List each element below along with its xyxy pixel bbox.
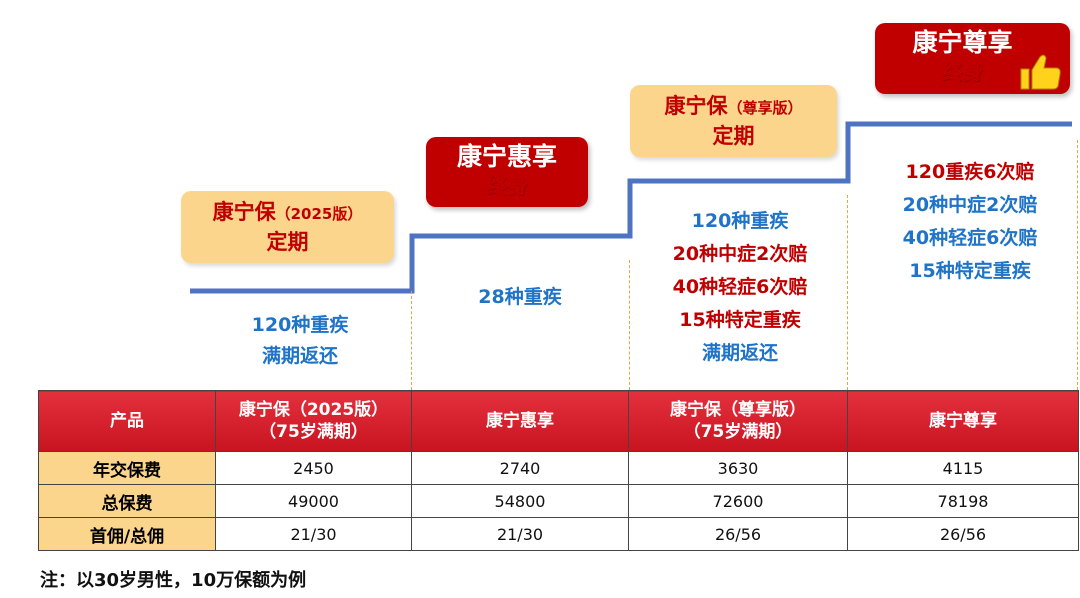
row-label: 首佣/总佣 (38, 517, 216, 551)
comparison-table: 产品 康宁保（2025版）（75岁满期） 康宁惠享 康宁保（尊享版）（75岁满期… (38, 390, 1079, 551)
table-cell: 21/30 (215, 517, 412, 551)
header-line: （75岁满期） (259, 422, 368, 442)
table-cell: 2740 (411, 451, 629, 485)
product-1-edition: （2025版） (275, 205, 363, 223)
product-3-features: 120种重疾 20种中症2次赔 40种轻症6次赔 15种特定重疾 满期返还 (630, 205, 850, 370)
product-4-term: 终身 (941, 60, 984, 85)
product-3-edition: （尊享版） (727, 99, 803, 117)
header-cell: 产品 (38, 390, 216, 452)
header-line: 康宁保（尊享版） (670, 400, 806, 420)
divider (1077, 140, 1078, 390)
product-4-name: 康宁尊享 (912, 28, 1013, 57)
table-cell: 2450 (215, 451, 412, 485)
product-4-box: 康宁尊享 终身 (875, 23, 1070, 94)
feature-item: 120种重疾 (691, 210, 789, 232)
feature-item: 15种特定重疾 (679, 309, 801, 331)
table-cell: 21/30 (411, 517, 629, 551)
product-3-term: 定期 (712, 124, 755, 148)
product-1-box: 康宁保（2025版） 定期 (181, 191, 394, 263)
product-4-features: 120重疾6次赔 20种中症2次赔 40种轻症6次赔 15种特定重疾 (860, 156, 1080, 288)
product-3-name: 康宁保 (664, 94, 728, 118)
product-1-name: 康宁保 (212, 200, 276, 224)
header-line: （75岁满期） (683, 422, 793, 442)
product-3-box: 康宁保（尊享版） 定期 (630, 85, 837, 157)
feature-item: 28种重疾 (478, 286, 562, 308)
feature-item: 20种中症2次赔 (902, 194, 1038, 216)
table-cell: 78198 (847, 484, 1079, 518)
feature-item: 15种特定重疾 (909, 260, 1031, 282)
table-cell: 4115 (847, 451, 1079, 485)
product-1-features: 120种重疾 满期返还 (200, 310, 400, 372)
product-2-box: 康宁惠享 终身 (426, 137, 588, 207)
feature-item: 40种轻症6次赔 (902, 227, 1038, 249)
table-header-row: 产品 康宁保（2025版）（75岁满期） 康宁惠享 康宁保（尊享版）（75岁满期… (38, 390, 1079, 452)
header-cell: 康宁保（2025版）（75岁满期） (215, 390, 412, 452)
product-1-term: 定期 (266, 230, 309, 254)
feature-item: 120种重疾 (251, 314, 349, 336)
product-2-name: 康宁惠享 (456, 142, 557, 171)
header-cell: 康宁尊享 (847, 390, 1079, 452)
table-cell: 49000 (215, 484, 412, 518)
table-row: 首佣/总佣 21/30 21/30 26/56 26/56 (38, 517, 1079, 551)
divider (411, 291, 412, 390)
row-label: 总保费 (38, 484, 216, 518)
table-cell: 26/56 (628, 517, 848, 551)
divider (629, 260, 630, 390)
feature-item: 120重疾6次赔 (905, 161, 1035, 183)
table-cell: 72600 (628, 484, 848, 518)
feature-item: 满期返还 (701, 342, 778, 364)
footnote: 注：以30岁男性，10万保额为例 (40, 570, 307, 591)
row-label: 年交保费 (38, 451, 216, 485)
table-cell: 54800 (411, 484, 629, 518)
header-line: 康宁保（2025版） (238, 400, 389, 420)
divider (847, 195, 848, 390)
step-line (190, 121, 1072, 294)
product-2-features: 28种重疾 (420, 282, 620, 313)
feature-item: 满期返还 (261, 345, 338, 367)
header-cell: 康宁保（尊享版）（75岁满期） (628, 390, 848, 452)
table-row: 年交保费 2450 2740 3630 4115 (38, 451, 1079, 485)
thumbs-up-icon (1020, 54, 1061, 90)
table-row: 总保费 49000 54800 72600 78198 (38, 484, 1079, 518)
table-cell: 26/56 (847, 517, 1079, 551)
feature-item: 20种中症2次赔 (672, 243, 808, 265)
header-cell: 康宁惠享 (411, 390, 629, 452)
product-2-term: 终身 (486, 174, 529, 199)
table-cell: 3630 (628, 451, 848, 485)
feature-item: 40种轻症6次赔 (672, 276, 808, 298)
